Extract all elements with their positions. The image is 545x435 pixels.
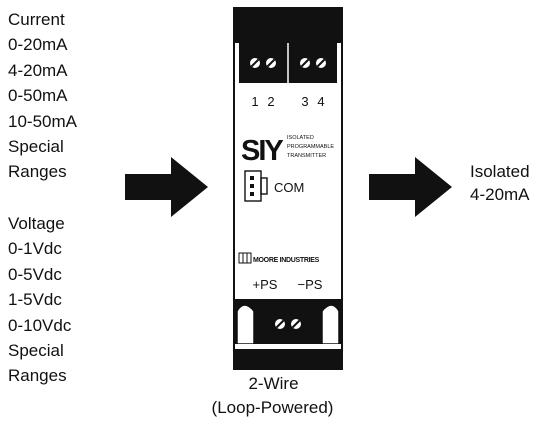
current-range-item: 10-50mA	[8, 111, 77, 131]
caption: 2-Wire (Loop-Powered)	[0, 372, 545, 420]
com-label: COM	[274, 180, 304, 195]
transmitter-device: 1 2 3 4 SIY ISOLATED PROGRAMMABLE TRANSM…	[233, 7, 343, 370]
terminal-number: 1	[251, 94, 258, 109]
output-line: Isolated	[470, 162, 530, 181]
voltage-range-item: Special	[8, 340, 64, 360]
current-range-item: Ranges	[8, 162, 67, 182]
voltage-input-list: Voltage 0-1Vdc 0-5Vdc 1-5Vdc 0-10Vdc Spe…	[8, 211, 71, 389]
voltage-range-item: Ranges	[8, 366, 67, 386]
current-range-item: 4-20mA	[8, 60, 68, 80]
output-line: 4-20mA	[470, 185, 530, 204]
current-range-item: 0-50mA	[8, 86, 68, 106]
current-range-item: Special	[8, 136, 64, 156]
output-label: Isolated 4-20mA	[470, 160, 530, 206]
current-heading: Current	[8, 10, 65, 29]
voltage-heading: Voltage	[8, 214, 65, 233]
caption-line: (Loop-Powered)	[211, 398, 334, 417]
voltage-range-item: 0-1Vdc	[8, 239, 62, 259]
moore-logo-icon	[238, 252, 252, 264]
terminal-number: 2	[267, 94, 274, 109]
device-description-line: ISOLATED	[287, 135, 314, 141]
terminal-number: 4	[317, 94, 324, 109]
power-label: −PS	[298, 277, 323, 292]
voltage-range-item: 0-10Vdc	[8, 315, 72, 335]
com-port-icon	[244, 170, 268, 202]
top-cap	[234, 8, 342, 43]
current-input-list: Current 0-20mA 4-20mA 0-50mA 10-50mA Spe…	[8, 7, 77, 185]
device-description-line: TRANSMITTER	[287, 153, 326, 159]
model-logo: SIY	[241, 135, 283, 167]
current-range-item: 0-20mA	[8, 35, 68, 55]
terminal-number: 3	[301, 94, 308, 109]
input-arrow-icon	[125, 157, 208, 217]
power-label: +PS	[253, 277, 278, 292]
device-description-line: PROGRAMMABLE	[287, 144, 334, 150]
brand-name: MOORE INDUSTRIES	[253, 257, 320, 264]
output-arrow-icon	[369, 157, 452, 217]
voltage-range-item: 1-5Vdc	[8, 290, 62, 310]
caption-line: 2-Wire	[248, 374, 299, 393]
voltage-range-item: 0-5Vdc	[8, 264, 62, 284]
